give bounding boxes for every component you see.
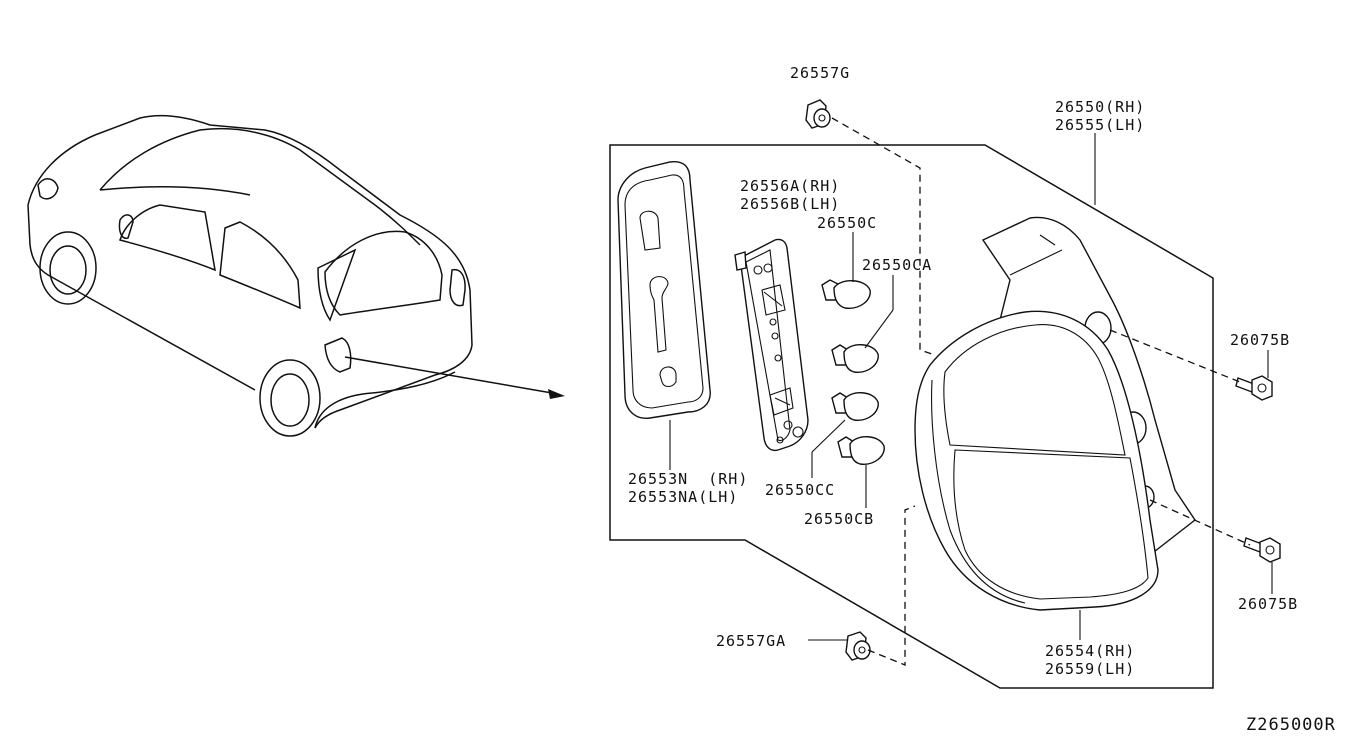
socket-part [734,238,809,452]
label-26075b-upper: 26075B [1230,331,1290,349]
label-26550-rh: 26550(RH) [1055,98,1145,116]
bulb-26550cc-part [831,392,879,421]
label-26550cb: 26550CB [804,510,874,528]
bulb-26550cb-part [837,436,885,465]
label-26559-lh: 26559(LH) [1045,660,1135,678]
label-26550cc: 26550CC [765,481,835,499]
bolt-upper-part [1235,375,1273,401]
label-26553n-rh: 26553N (RH) [628,470,748,488]
label-26075b-lower: 26075B [1238,595,1298,613]
label-26557ga: 26557GA [716,632,786,650]
bulb-26550c-part [821,279,871,309]
label-26556b-lh: 26556B(LH) [740,195,840,213]
assembly-frame [609,144,1214,689]
label-26557g: 26557G [790,64,850,82]
bolt-lower-part [1243,537,1281,563]
leader-lines [669,133,1273,641]
gasket-part [617,161,711,419]
label-26550c: 26550C [817,214,877,232]
label-26550ca: 26550CA [862,256,932,274]
bulb-26550ca-part [831,344,879,373]
lamp-housing-part [914,216,1196,611]
car-illustration [27,114,565,437]
clip-26557g-part [805,99,831,129]
clip-26557ga-part [845,631,871,661]
diagram-code: Z265000R [1246,715,1336,735]
label-26555-lh: 26555(LH) [1055,116,1145,134]
label-26556a-rh: 26556A(RH) [740,177,840,195]
label-26553na-lh: 26553NA(LH) [628,488,738,506]
label-26554-rh: 26554(RH) [1045,642,1135,660]
